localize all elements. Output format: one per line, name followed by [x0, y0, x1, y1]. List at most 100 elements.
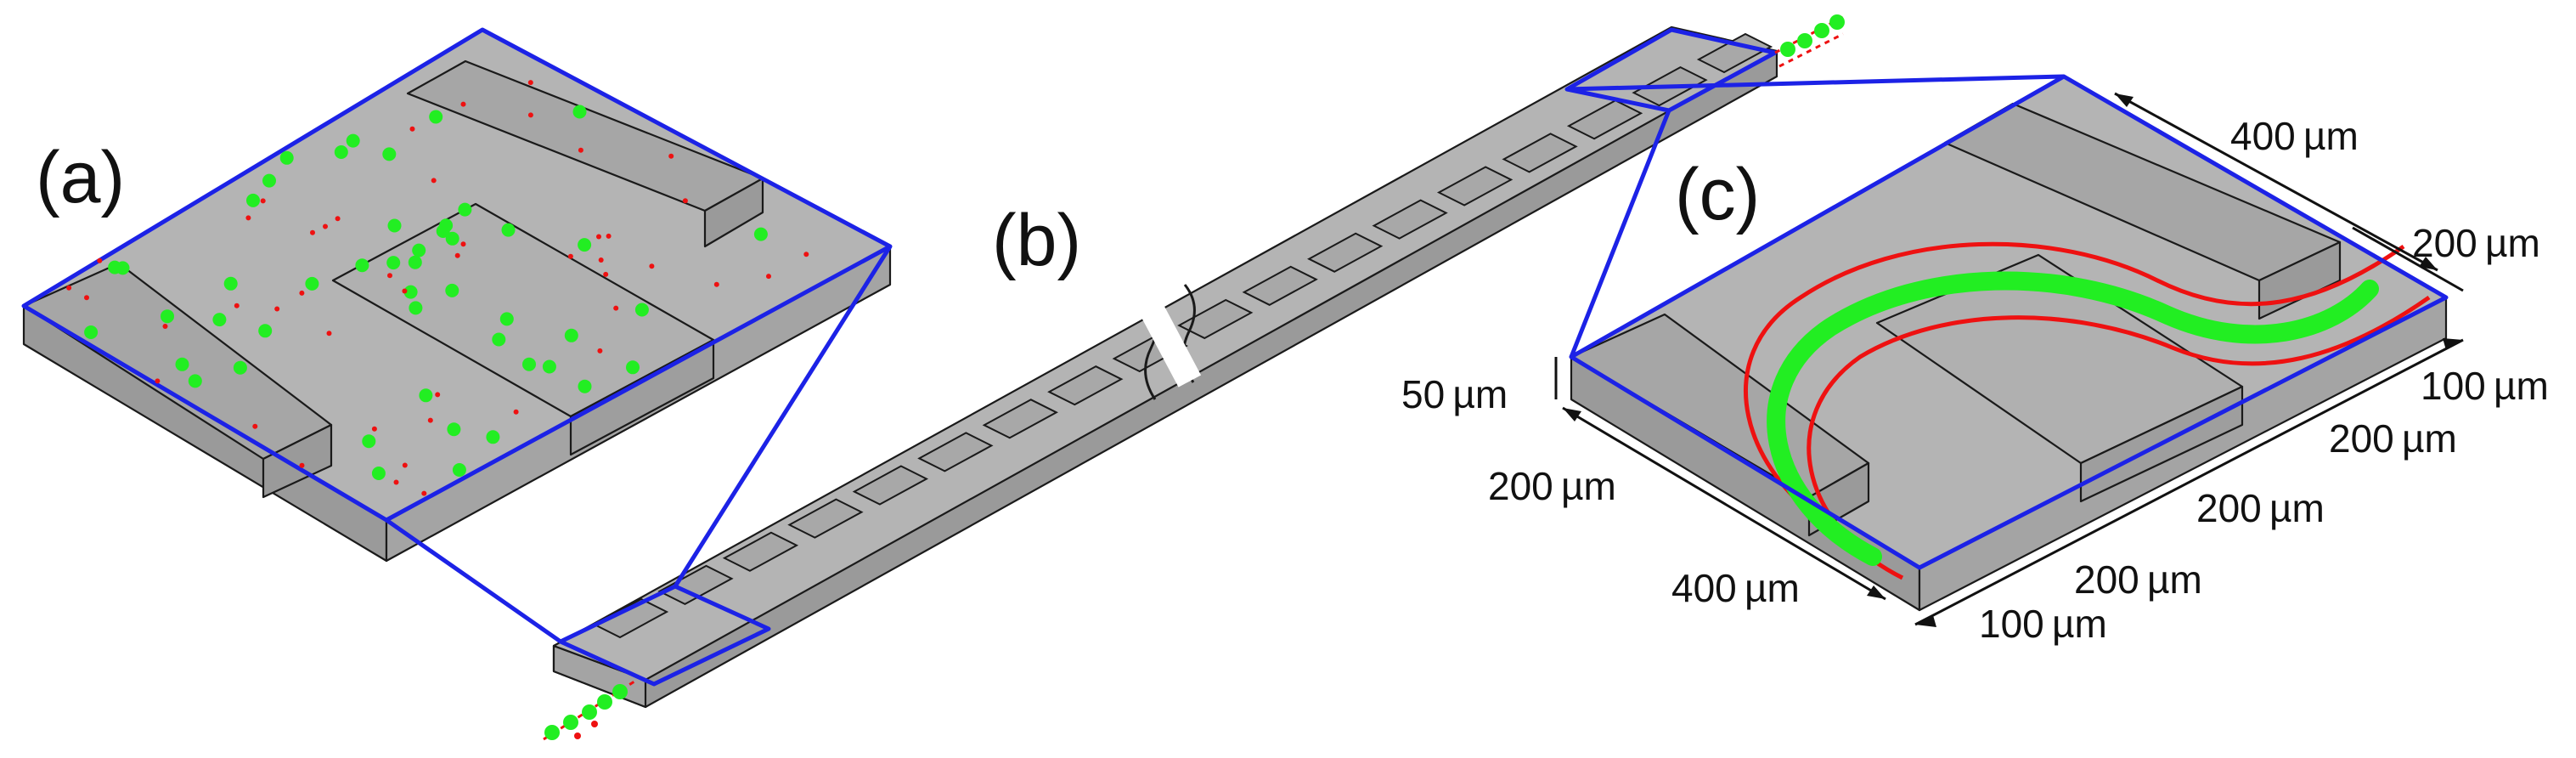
small-particle [274, 306, 280, 312]
dimension-lines [1554, 92, 2464, 627]
large-particle [246, 193, 260, 207]
small-particle [603, 271, 609, 277]
small-particle [513, 409, 519, 415]
small-particle [323, 223, 328, 229]
small-particle [245, 215, 251, 221]
panel-label-a: (a) [36, 137, 125, 218]
small-particle [310, 229, 315, 235]
serpentine-bumps [592, 32, 1773, 639]
large-particle [429, 110, 443, 124]
small-particle [527, 80, 533, 86]
panel-label-b: (b) [992, 200, 1081, 281]
serpentine-bump [1566, 99, 1643, 140]
serpentine-bump [1242, 265, 1318, 306]
small-particle [234, 303, 240, 308]
large-particle [334, 145, 348, 159]
small-particle [567, 253, 573, 259]
large-particle [447, 422, 461, 437]
large-particle [572, 105, 587, 119]
large-particle [445, 231, 459, 246]
large-particle [501, 223, 516, 237]
segment-wall-left-face [262, 423, 333, 499]
large-particle [355, 258, 369, 273]
serpentine-bump [852, 465, 929, 506]
panel-c-outline [1569, 74, 2449, 570]
segment-wall-top-face [703, 177, 764, 248]
large-particle [108, 260, 122, 274]
small-particle [460, 241, 466, 247]
zoom-line-c2 [1569, 110, 1671, 358]
large-particle [445, 283, 459, 297]
small-particle [260, 198, 266, 204]
serpentine-bump [722, 531, 799, 572]
small-particle [606, 233, 612, 239]
small-particle [421, 490, 427, 496]
large-particle [382, 147, 397, 161]
stream-boundary-lower [1807, 295, 2431, 580]
large-particle [419, 388, 433, 403]
large-particle [412, 243, 426, 257]
small-particle [335, 216, 341, 222]
large-particle [439, 218, 454, 233]
small-particle [598, 257, 604, 263]
large-particle [408, 255, 422, 269]
suspended-particles [66, 80, 809, 496]
small-particle [371, 426, 377, 432]
small-particle [387, 273, 392, 279]
stream-boundary-upper [1744, 241, 2405, 538]
serpentine-bump [1502, 133, 1578, 173]
large-particle [403, 285, 418, 299]
large-particle [387, 218, 402, 233]
serpentine-bump [1372, 199, 1448, 240]
small-particle [427, 417, 433, 423]
large-particle [346, 133, 360, 148]
small-particle [668, 153, 674, 159]
dim-right-2: 200 µm [2329, 416, 2457, 461]
small-particle [527, 112, 533, 118]
small-particle [713, 281, 719, 287]
small-particle [613, 305, 619, 311]
dim-height: 50 µm [1401, 372, 1508, 416]
large-particle [634, 303, 649, 317]
zoom-line-a2 [673, 245, 893, 588]
serpentine-bump [917, 432, 994, 472]
large-particle [499, 312, 514, 326]
large-particle [386, 256, 401, 270]
large-particle [175, 357, 189, 371]
large-particle [212, 313, 227, 327]
dim-right-3: 200 µm [2196, 486, 2325, 530]
large-particle [233, 360, 247, 375]
small-particle [578, 147, 583, 153]
small-particle [766, 274, 771, 280]
dim-top-length: 400 µm [2230, 114, 2359, 158]
small-particle [66, 285, 72, 291]
large-particle [578, 379, 592, 393]
large-particle [409, 301, 423, 315]
large-particle [492, 332, 506, 347]
serpentine-bump [592, 597, 669, 639]
inlet-particle-stream [543, 678, 638, 741]
small-particle [682, 198, 688, 204]
large-particle [362, 434, 376, 449]
small-particle [299, 290, 305, 296]
panel-a-zoom-segment [21, 27, 893, 563]
small-particle [435, 392, 441, 398]
dim-right-4: 200 µm [2074, 557, 2202, 602]
large-particle [542, 359, 556, 374]
large-particle [371, 467, 386, 480]
small-particle [402, 288, 408, 294]
serpentine-bump [787, 498, 864, 539]
segment-center-block-side [569, 338, 715, 456]
small-particle [97, 257, 103, 263]
dim-top-width: 200 µm [2412, 221, 2540, 265]
small-particle [162, 324, 168, 329]
panel-b-serpentine-channel [543, 14, 1845, 741]
large-particle [522, 357, 536, 371]
large-particle [161, 309, 174, 324]
large-particle [458, 202, 472, 217]
large-particle [486, 430, 500, 444]
large-particle [223, 276, 238, 291]
small-particle [299, 462, 305, 468]
dim-left-short: 200 µm [1488, 464, 1616, 508]
